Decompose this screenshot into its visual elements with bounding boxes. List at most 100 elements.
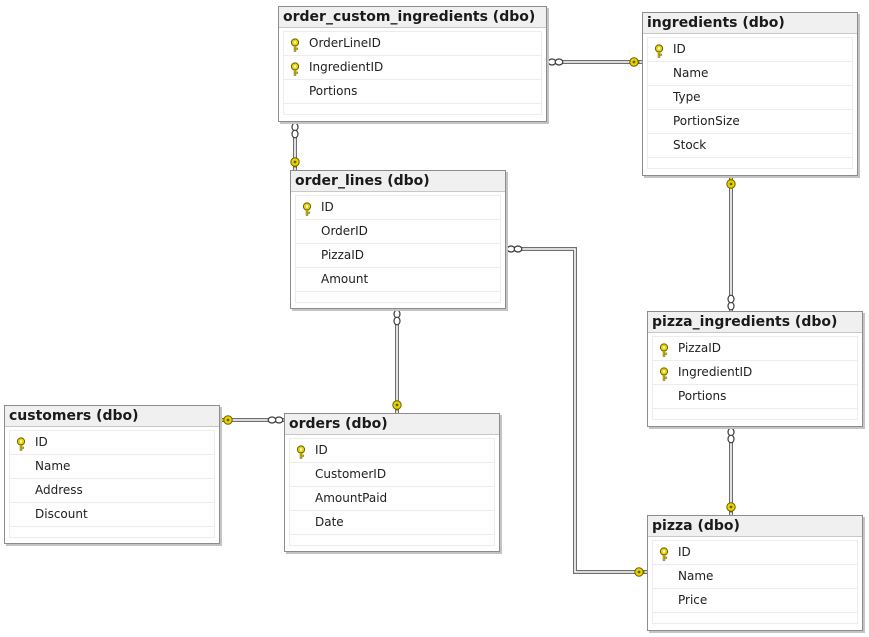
- primary-key-icon: [653, 43, 665, 58]
- blank-row: [653, 613, 857, 623]
- blank-row: [296, 292, 500, 302]
- table-title[interactable]: orders (dbo): [285, 414, 499, 435]
- key-hole: [637, 570, 641, 574]
- primary-key-icon: [658, 342, 670, 357]
- column-row[interactable]: ID: [296, 196, 500, 220]
- column-row[interactable]: OrderID: [296, 220, 500, 244]
- column-row[interactable]: PizzaID: [653, 337, 857, 361]
- relationship-oci-order_lines[interactable]: [290, 122, 300, 170]
- column-row[interactable]: OrderLineID: [284, 32, 541, 56]
- column-row[interactable]: Name: [653, 565, 857, 589]
- column-row[interactable]: Portions: [653, 385, 857, 409]
- table-order-custom-ingredients[interactable]: order_custom_ingredients (dbo) OrderLineI…: [278, 6, 547, 122]
- one-end-key-icon: [392, 400, 402, 411]
- column-name: Stock: [673, 138, 707, 152]
- column-name: ID: [673, 42, 686, 56]
- infinity-loop: [267, 416, 277, 424]
- column-row[interactable]: Name: [648, 62, 852, 86]
- column-row[interactable]: Price: [653, 589, 857, 613]
- relationship-pizza_ingredients-ingredients[interactable]: [726, 175, 736, 311]
- infinity-loop: [727, 434, 735, 444]
- column-row[interactable]: Discount: [10, 503, 214, 527]
- column-name: ID: [678, 545, 691, 559]
- blank-row: [284, 104, 541, 114]
- column-row[interactable]: Date: [290, 511, 494, 535]
- column-row[interactable]: Portions: [284, 80, 541, 104]
- relationship-order_lines-pizza[interactable]: [506, 245, 647, 577]
- primary-key-icon: [289, 37, 301, 52]
- column-name: Discount: [35, 507, 88, 521]
- column-name: PizzaID: [678, 341, 722, 355]
- key-hole: [293, 160, 297, 164]
- column-name: IngredientID: [309, 60, 384, 74]
- table-title[interactable]: pizza_ingredients (dbo): [648, 312, 862, 333]
- column-list: ID OrderID PizzaID Amount: [295, 195, 501, 303]
- column-row[interactable]: ID: [290, 439, 494, 463]
- blank-row: [653, 409, 857, 419]
- many-end-infinity-icon: [291, 122, 299, 139]
- one-end-key-icon: [219, 415, 233, 425]
- column-row[interactable]: Name: [10, 455, 214, 479]
- primary-key-icon: [658, 546, 670, 561]
- column-row[interactable]: Stock: [648, 134, 852, 158]
- column-row[interactable]: AmountPaid: [290, 487, 494, 511]
- column-row[interactable]: PortionSize: [648, 110, 852, 134]
- blank-row: [648, 158, 852, 168]
- one-end-key-icon: [726, 502, 736, 513]
- column-row[interactable]: CustomerID: [290, 463, 494, 487]
- one-end-key-icon: [629, 57, 640, 67]
- column-name: Amount: [321, 272, 369, 286]
- blank-row: [10, 527, 214, 537]
- relationship-orders-customers[interactable]: [219, 415, 284, 425]
- column-name: Date: [315, 515, 344, 529]
- key-hole: [632, 60, 636, 64]
- column-name: OrderID: [321, 224, 368, 238]
- primary-key-icon: [295, 444, 307, 459]
- column-row[interactable]: Address: [10, 479, 214, 503]
- column-row[interactable]: ID: [648, 38, 852, 62]
- column-row[interactable]: Amount: [296, 268, 500, 292]
- column-list: OrderLineID IngredientID Portions: [283, 31, 542, 115]
- one-end-key-icon: [634, 567, 645, 577]
- column-row[interactable]: ID: [10, 431, 214, 455]
- column-name: ID: [35, 435, 48, 449]
- table-order-lines[interactable]: order_lines (dbo) ID OrderID PizzaID Amount: [290, 170, 506, 309]
- table-title[interactable]: customers (dbo): [5, 406, 219, 427]
- primary-key-icon: [15, 436, 27, 451]
- relationship-pizza_ingredients-pizza[interactable]: [726, 427, 736, 515]
- relationship-order_lines-orders[interactable]: [392, 309, 402, 413]
- column-name: OrderLineID: [309, 36, 381, 50]
- column-name: Name: [678, 569, 714, 583]
- key-hole: [395, 403, 399, 407]
- column-name: Portions: [678, 389, 727, 403]
- column-row[interactable]: Type: [648, 86, 852, 110]
- primary-key-icon: [289, 61, 301, 76]
- table-pizza-ingredients[interactable]: pizza_ingredients (dbo) PizzaID Ingredient…: [647, 311, 863, 427]
- column-name: Portions: [309, 84, 358, 98]
- column-name: Type: [673, 90, 701, 104]
- column-row[interactable]: IngredientID: [284, 56, 541, 80]
- table-title[interactable]: order_custom_ingredients (dbo): [279, 7, 546, 28]
- relationship-oci-ingredients[interactable]: [547, 57, 642, 67]
- table-title[interactable]: ingredients (dbo): [643, 13, 857, 34]
- column-row[interactable]: IngredientID: [653, 361, 857, 385]
- many-end-infinity-icon: [727, 294, 735, 311]
- many-end-infinity-icon: [393, 309, 401, 326]
- many-end-infinity-icon: [727, 427, 735, 444]
- table-title[interactable]: order_lines (dbo): [291, 171, 505, 192]
- infinity-loop: [513, 245, 523, 253]
- infinity-loop: [393, 316, 401, 326]
- column-row[interactable]: PizzaID: [296, 244, 500, 268]
- many-end-infinity-icon: [267, 416, 284, 424]
- table-title[interactable]: pizza (dbo): [648, 516, 862, 537]
- column-row[interactable]: ID: [653, 541, 857, 565]
- column-name: PortionSize: [673, 114, 740, 128]
- column-name: Price: [678, 593, 708, 607]
